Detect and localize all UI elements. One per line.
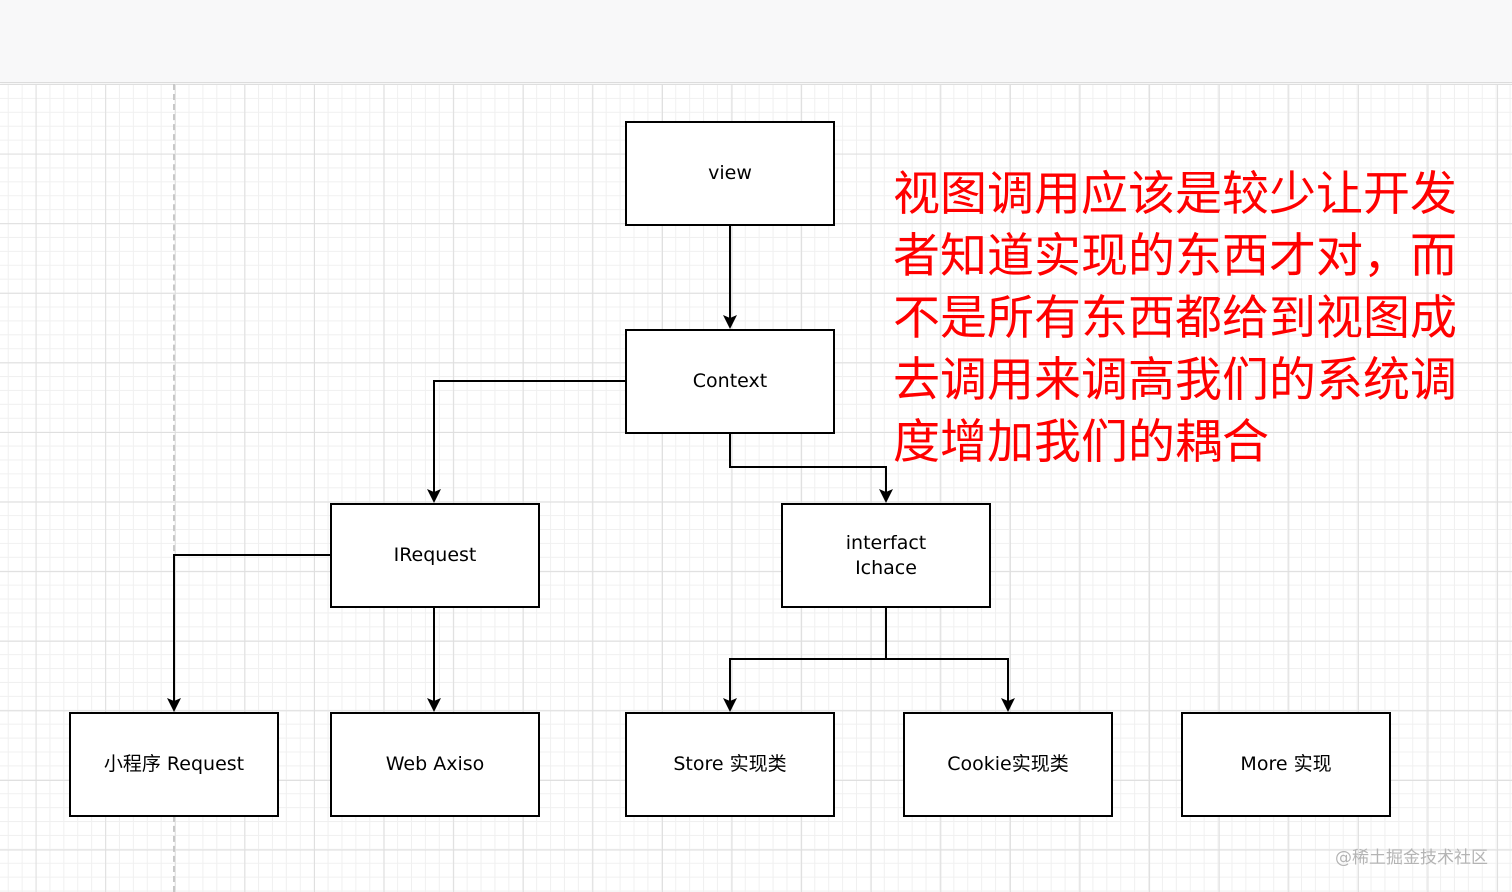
node-context[interactable]: Context xyxy=(625,329,835,434)
node-web-axiso-label: Web Axiso xyxy=(385,753,485,775)
node-mini-program-label: 小程序 Request xyxy=(103,753,245,775)
arrowhead-store xyxy=(723,698,737,712)
arrowhead-context xyxy=(723,315,737,329)
node-irequest[interactable]: IRequest xyxy=(330,503,540,608)
arrowhead-mini xyxy=(167,698,181,712)
node-irequest-label: IRequest xyxy=(393,544,477,566)
edge-ichace-store xyxy=(729,607,887,701)
edge-irequest-mini xyxy=(173,554,331,701)
node-context-label: Context xyxy=(692,370,768,392)
watermark: @稀土掘金技术社区 xyxy=(1335,848,1488,868)
node-more-impl[interactable]: More 实现 xyxy=(1181,712,1391,817)
node-ichace-label-line2: Ichace xyxy=(855,556,917,579)
annotation-text[interactable]: 视图调用应该是较少让开发者知道实现的东西才对，而不是所有东西都给到视图成去调用来… xyxy=(893,167,1457,470)
arrowhead-cookie xyxy=(1001,698,1015,712)
edge-context-irequest xyxy=(433,380,626,492)
edge-context-ichace xyxy=(729,433,887,492)
node-ichace[interactable]: interfact Ichace xyxy=(781,503,991,608)
node-store-label: Store 实现类 xyxy=(673,753,787,775)
node-cookie-impl[interactable]: Cookie实现类 xyxy=(903,712,1113,817)
edge-ichace-cookie xyxy=(886,658,1009,701)
node-ichace-label-line1: interfact xyxy=(845,531,927,554)
node-more-label: More 实现 xyxy=(1240,753,1332,775)
node-store-impl[interactable]: Store 实现类 xyxy=(625,712,835,817)
arrowhead-irequest xyxy=(427,489,441,503)
page-break-line xyxy=(173,84,175,892)
node-web-axiso[interactable]: Web Axiso xyxy=(330,712,540,817)
node-cookie-label: Cookie实现类 xyxy=(947,753,1069,775)
node-view[interactable]: view xyxy=(625,121,835,226)
arrowhead-ichace xyxy=(879,489,893,503)
node-view-label: view xyxy=(708,162,752,184)
arrowhead-web xyxy=(427,698,441,712)
editor-toolbar xyxy=(0,0,1512,83)
node-mini-program-request[interactable]: 小程序 Request xyxy=(69,712,279,817)
